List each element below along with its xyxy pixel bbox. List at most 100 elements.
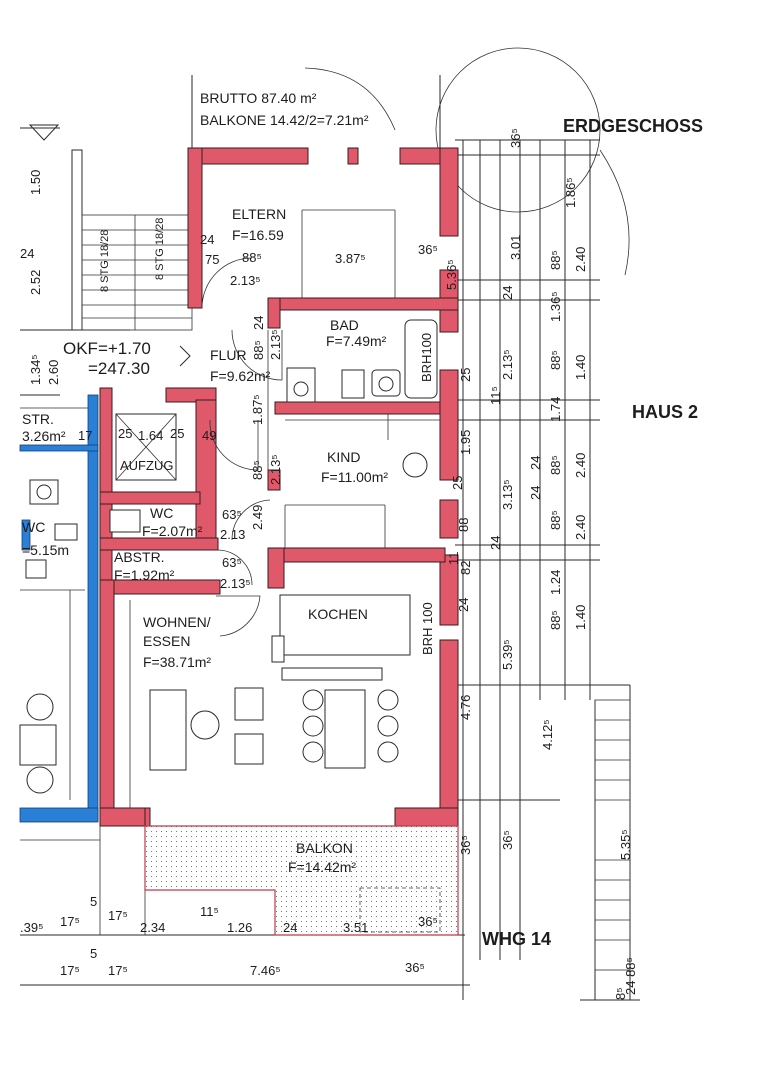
- dim-1365: 1.36⁵: [548, 291, 563, 322]
- room-kind-name: KIND: [327, 449, 360, 465]
- dim-11: 11: [446, 552, 461, 566]
- dim-351: 3.51: [343, 920, 368, 935]
- room-bad-area: F=7.49m²: [326, 333, 387, 349]
- dim-476: 4.76: [458, 695, 473, 720]
- dim-2135e: 2.13⁵: [500, 349, 515, 380]
- room-flur-area: F=9.62m²: [210, 368, 271, 384]
- dim-635a: 63⁵: [222, 507, 242, 522]
- level-abs: =247.30: [88, 359, 150, 378]
- room-kochen-name: KOCHEN: [308, 606, 368, 622]
- dim-8852: 24 88⁵: [623, 957, 638, 995]
- dim-1875: 1.87⁵: [250, 394, 265, 425]
- dim-115b: 11⁵: [200, 904, 219, 919]
- elevator-shaft: [115, 413, 177, 481]
- unit-label: WHG 14: [482, 929, 551, 949]
- dimensions-vertical: 1.50 2.52 1.34⁵ 2.60 24 88⁵ 2.13⁵ 1.87⁵ …: [28, 128, 638, 1000]
- dim-365b: 36⁵: [458, 835, 473, 855]
- outdoor-stair: [594, 699, 631, 971]
- level-marker: [28, 124, 60, 141]
- dim-3875: 3.87⁵: [335, 251, 366, 266]
- interior-lines: [20, 209, 440, 935]
- brutto-area: BRUTTO 87.40 m²: [200, 90, 317, 106]
- dim-175a: 17⁵: [60, 914, 80, 929]
- dim-140a: 1.40: [573, 355, 588, 380]
- level-okf: OKF=+1.70: [63, 339, 151, 358]
- dim-885f: 88⁵: [548, 455, 563, 475]
- dim-885a: 88⁵: [242, 250, 262, 265]
- room-bad-name: BAD: [330, 317, 359, 333]
- balcony: [144, 825, 459, 936]
- dim-126: 1.26: [227, 920, 252, 935]
- dim-140b: 1.40: [573, 605, 588, 630]
- dim-2135a: 2.13⁵: [230, 273, 261, 288]
- dim-5395: 5.39⁵: [500, 639, 515, 670]
- dim-174: 1.74: [548, 397, 563, 422]
- dim-24a: 24: [20, 246, 34, 261]
- bathroom-fixtures: [25, 319, 438, 579]
- dim-195: 1.95: [458, 430, 473, 455]
- dim-24h: 24: [528, 456, 543, 470]
- dim-82: 82: [458, 561, 473, 575]
- dim-24e: 24: [456, 598, 471, 612]
- dim-885g: 88⁵: [548, 510, 563, 530]
- building-label: HAUS 2: [632, 402, 698, 422]
- room-wc-left-area: =5.15m: [22, 542, 69, 558]
- dim-635b: 63⁵: [222, 555, 242, 570]
- dim-365g: 36⁵: [405, 960, 425, 975]
- room-eltern-name: ELTERN: [232, 206, 286, 222]
- room-wc-left-name: WC: [22, 519, 45, 535]
- room-wc-name: WC: [150, 505, 173, 521]
- room-abstr-name: ABSTR.: [114, 549, 165, 565]
- dim-5b: 5: [90, 946, 97, 961]
- dim-75: 75: [205, 252, 219, 267]
- dim-5365: 5.36⁵: [444, 259, 459, 290]
- dim-124: 1.24: [548, 570, 563, 595]
- dim-885d: 88⁵: [548, 250, 563, 270]
- dim-365d: 36⁵: [508, 128, 523, 148]
- dim-252: 2.52: [28, 270, 43, 295]
- dim-301: 3.01: [508, 235, 523, 260]
- dim-234: 2.34: [140, 920, 165, 935]
- dim-175d: 17⁵: [108, 963, 128, 978]
- door-swings: [201, 257, 283, 637]
- room-kind-area: F=11.00m²: [321, 469, 388, 485]
- dim-260: 2.60: [46, 360, 61, 385]
- dim-175b: 17⁵: [108, 908, 128, 923]
- neighbor-walls: [19, 394, 99, 823]
- dim-213a: 2.13: [220, 527, 245, 542]
- room-wohnen-area: F=38.71m²: [143, 654, 211, 670]
- kind-fixture: [402, 452, 428, 478]
- dim-4125: 4.12⁵: [540, 719, 555, 750]
- dim-3135: 3.13⁵: [500, 479, 515, 510]
- staircase: [71, 149, 193, 331]
- room-wohnen-name1: WOHNEN/: [143, 614, 211, 630]
- dim-365f: 36⁵: [418, 914, 438, 929]
- dim-885c: 88⁵: [250, 460, 265, 480]
- floor-title: ERDGESCHOSS: [563, 116, 703, 136]
- dim-115: 11⁵: [488, 386, 503, 405]
- dim-2135d: 2.13⁵: [220, 576, 251, 591]
- dim-49: 49: [202, 428, 216, 443]
- dim-175c: 17⁵: [60, 963, 80, 978]
- dim-3951: .39⁵: [20, 920, 43, 935]
- dim-25c: 25: [458, 368, 473, 382]
- dim-240b: 2.40: [573, 453, 588, 478]
- dim-24f: 24: [500, 286, 515, 300]
- dim-24g: 24: [528, 486, 543, 500]
- exterior-walls: [99, 147, 459, 827]
- room-balkon-name: BALKON: [296, 840, 353, 856]
- room-eltern-area: F=16.59: [232, 227, 284, 243]
- dim-150: 1.50: [28, 170, 43, 195]
- dim-24c: 24: [251, 316, 266, 330]
- room-balkon-area: F=14.42m²: [288, 859, 356, 875]
- dim-365c: 36⁵: [500, 830, 515, 850]
- room-str-area: 3.26m²: [22, 428, 66, 444]
- room-str-name: STR.: [22, 411, 54, 427]
- living-furniture: [19, 687, 399, 794]
- room-wohnen-name2: ESSEN: [143, 633, 190, 649]
- dim-1345: 1.34⁵: [28, 354, 43, 385]
- dim-240c: 2.40: [573, 515, 588, 540]
- dim-365a: 36⁵: [418, 242, 438, 257]
- room-wc-area: F=2.07m²: [142, 523, 203, 539]
